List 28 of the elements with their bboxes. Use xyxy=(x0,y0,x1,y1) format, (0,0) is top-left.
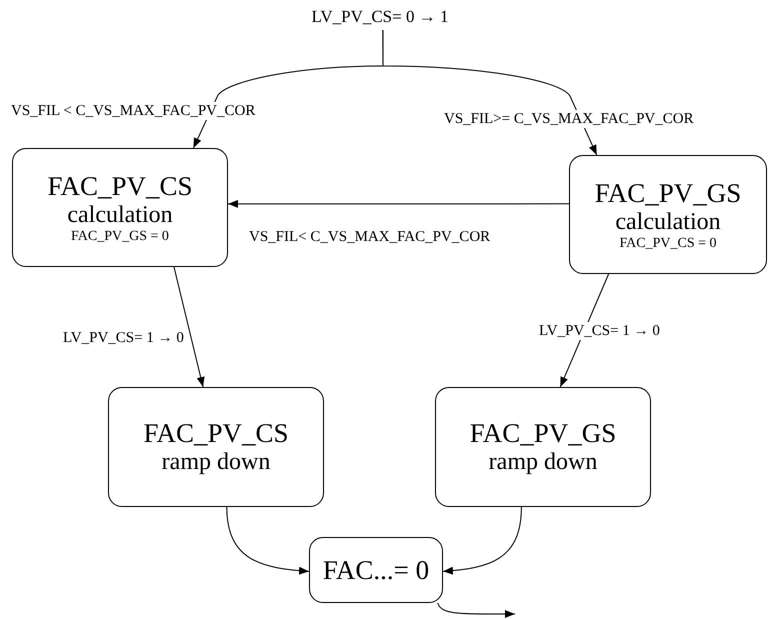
state-box xyxy=(12,148,228,267)
state-box xyxy=(435,387,651,507)
edge-label: VS_FIL>= C_VS_MAX_FAC_PV_COR xyxy=(443,110,695,128)
state-name: FAC...= 0 xyxy=(322,555,430,585)
arrow xyxy=(226,506,310,575)
state-note: FAC_PV_CS = 0 xyxy=(619,236,717,252)
state-action: ramp down xyxy=(162,448,270,476)
state-action: ramp down xyxy=(488,448,598,476)
edge-label: VS_FIL< C_VS_MAX_FAC_PV_COR xyxy=(248,228,492,246)
edge-label: LV_PV_CS= 1 → 0 xyxy=(62,329,185,347)
state-box xyxy=(108,387,324,507)
arrow xyxy=(437,602,516,618)
arrow xyxy=(442,506,522,575)
arrow xyxy=(228,200,570,208)
arrow xyxy=(382,30,598,156)
arrow xyxy=(174,266,205,388)
state-name: FAC_PV_CS xyxy=(47,170,193,200)
state-name: FAC_PV_GS xyxy=(470,418,616,448)
state-box xyxy=(309,537,443,603)
state-note: FAC_PV_GS = 0 xyxy=(71,228,169,244)
state-box xyxy=(569,155,767,274)
trigger-label: LV_PV_CS= 0 → 1 xyxy=(312,6,448,28)
state-action: calculation xyxy=(615,208,721,236)
state-action: calculation xyxy=(67,200,173,228)
edge-label: LV_PV_CS= 1 → 0 xyxy=(538,322,661,340)
state-name: FAC_PV_CS xyxy=(143,418,289,448)
state-name: FAC_PV_GS xyxy=(594,178,742,208)
edge-label: VS_FIL < C_VS_MAX_FAC_PV_COR xyxy=(10,102,256,120)
